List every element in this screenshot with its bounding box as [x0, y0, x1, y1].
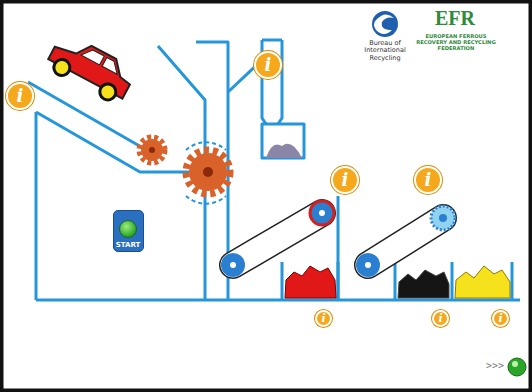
start-button-light	[119, 220, 137, 238]
info-icon: i	[331, 166, 359, 194]
info-icon: i	[315, 310, 332, 327]
info-icon: i	[432, 310, 449, 327]
dust-pile	[266, 144, 302, 158]
car	[44, 31, 137, 107]
next-button	[508, 358, 526, 376]
small-shredder-gear	[139, 137, 165, 163]
large-shredder-gear	[186, 150, 230, 194]
conveyor-1	[221, 201, 334, 277]
button-label: START	[116, 241, 141, 249]
red-scrap	[285, 266, 336, 298]
next-arrows: >>>	[478, 360, 504, 372]
conveyor-2	[356, 206, 455, 277]
info-letter: i	[342, 171, 349, 189]
next-button-shine	[512, 361, 518, 367]
black-scrap	[398, 270, 449, 298]
info-letter: i	[438, 313, 442, 324]
info-icon: i	[6, 82, 34, 110]
info-letter: i	[498, 313, 502, 324]
info-icon: i	[492, 310, 509, 327]
logo-text: EFR	[430, 8, 480, 28]
bir-logo	[372, 11, 398, 37]
info-icon: i	[254, 51, 282, 79]
info-letter: i	[17, 87, 24, 105]
info-letter: i	[265, 56, 272, 74]
organisation-name: EUROPEAN FERROUS RECOVERY AND RECYCLING …	[415, 33, 497, 52]
info-letter: i	[321, 313, 325, 324]
info-icon: i	[414, 166, 442, 194]
start-button: START	[113, 210, 144, 252]
organisation-name: Bureau of International Recycling	[352, 40, 418, 62]
info-letter: i	[425, 171, 432, 189]
yellow-scrap	[455, 266, 510, 298]
